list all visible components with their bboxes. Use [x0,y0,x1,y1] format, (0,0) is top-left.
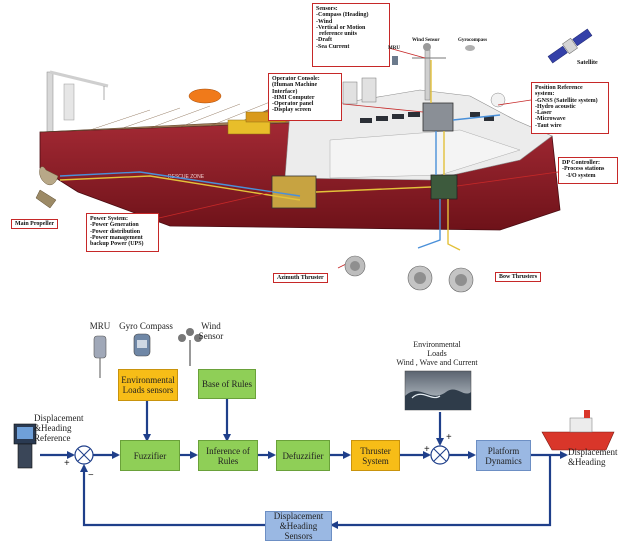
gyro-compass-label: Gyro Compass [119,321,173,331]
displacement-heading-output-label: Displacement &Heading [568,447,618,467]
plus-sign: + [424,444,430,455]
reference-terminal-icon [13,423,37,469]
gyrocompass-small-icon [465,45,475,51]
inference-of-rules-block: Inference of Rules [198,440,258,471]
dp-controller-callout: DP Controller: -Process stations -I/O sy… [558,157,618,184]
satellite-label: Satellite [577,60,598,66]
operator-callout-line: -Display screen [272,107,312,114]
callout-connectors [158,39,559,269]
power-callout-line: -Power Generation [90,222,139,229]
dp-callout-line: -Process stations [562,166,605,173]
operator-callout-title: Operator Console: [272,76,320,82]
position-reference-callout: Position Reference system: -GNSS (Satell… [531,82,609,134]
bridge-windows [360,112,494,123]
ship-mast [412,49,506,108]
minus-sign: − [88,470,94,481]
sensors-callout-line: -Sea Current [316,43,350,50]
sensors-callout-line: reference units [319,31,357,38]
deck-planks [89,101,271,131]
summing-junction-2 [430,445,450,465]
dp-callout-line: -I/O system [566,172,596,179]
operator-console-callout: Operator Console: (Human Machine Interfa… [268,73,342,121]
position-callout-line: system: [535,91,555,98]
environmental-loads-label: Environmental Loads Wind , Wave and Curr… [396,340,478,367]
main-propeller-icon [35,166,59,209]
operator-callout-line: Interface) [272,88,298,95]
thruster-system-block: Thruster System [351,440,400,471]
power-callout-line: backup Power (UPS) [90,241,144,248]
mru-label: MRU [89,321,111,331]
azimuth-thruster-icon [344,255,366,277]
operator-callout-line: -Operator panel [272,101,314,108]
plus-sign: + [64,458,70,469]
environmental-loads-sensors-block: Environmental Loads sensors [118,369,178,401]
sensors-callout-line: -Draft [316,37,332,44]
dp-controller-icon [430,174,458,200]
sensors-callout-line: -Vertical or Motion [316,24,366,31]
environmental-loads-image [404,370,472,411]
sensors-callout-line: -Compass (Heading) [316,12,369,19]
main-propeller-label: Main Propeller [11,219,59,229]
position-callout-title: Position Reference [535,85,583,91]
mru-small-icon [392,56,398,65]
radar-dome-icon [490,92,506,108]
operator-callout-line: -HMI Computer [272,94,315,101]
wind-sensor-small-icon [423,43,431,51]
wind-sensor-small-label: Wind Sensor [412,38,440,43]
operator-callout-line: (Human Machine [272,82,318,89]
operator-console-icon [422,102,454,132]
summing-junction-1 [74,445,94,465]
position-callout-line: -GNSS (Satellite system) [535,97,598,104]
wind-sensor-label: Wind Sensor [198,321,224,341]
bow-thruster-icon [407,265,474,293]
crane [46,70,109,133]
fuzzifier-block: Fuzzifier [120,440,180,471]
sensors-callout-title: Sensors: [316,6,338,12]
position-callout-line: -Hydro acoustic [535,103,576,110]
power-callout-line: -Power distribution [90,228,141,235]
ship-cables [59,60,501,251]
platform-dynamics-block: Platform Dynamics [476,440,531,471]
power-callout-title: Power System: [90,216,129,222]
sensors-callout-line: -Wind [316,18,333,25]
mru-small-label: MRU [388,46,400,51]
bow-thrusters-label: Bow Thrusters [495,272,542,282]
signal-arrows [40,399,568,529]
vessel-output-icon [541,410,615,451]
wind-sensor-icon [178,328,202,366]
power-system-icon [271,175,317,209]
block-diagram-lines [13,328,615,529]
displacement-heading-reference-label: Displacement &Heading Reference [34,413,84,443]
position-callout-line: -Laser [535,110,552,117]
sensors-callout: Sensors: -Compass (Heading) -Wind -Verti… [312,3,390,67]
rescue-zone-text: RESCUE ZONE [168,174,205,180]
displacement-heading-sensors-block: Displacement &Heading Sensors [265,511,332,541]
satellite-icon [547,28,593,64]
gyrocompass-small-label: Gyrocompass [458,38,488,43]
base-of-rules-block: Base of Rules [198,369,256,399]
plus-sign: + [446,432,452,443]
dp-callout-title: DP Controller: [562,160,601,166]
position-callout-line: -Microwave [535,116,566,123]
defuzzifier-block: Defuzzifier [276,440,330,471]
position-callout-line: -Taut wire [535,122,562,129]
ship-illustration: RESCUE ZONE [35,28,593,293]
mru-icon [93,335,107,378]
power-system-callout: Power System: -Power Generation -Power d… [86,213,159,252]
azimuth-thruster-label: Azimuth Thruster [273,273,328,283]
gyro-compass-icon [133,333,151,357]
power-callout-line: -Power management [90,234,143,241]
lifeboat [188,88,222,104]
